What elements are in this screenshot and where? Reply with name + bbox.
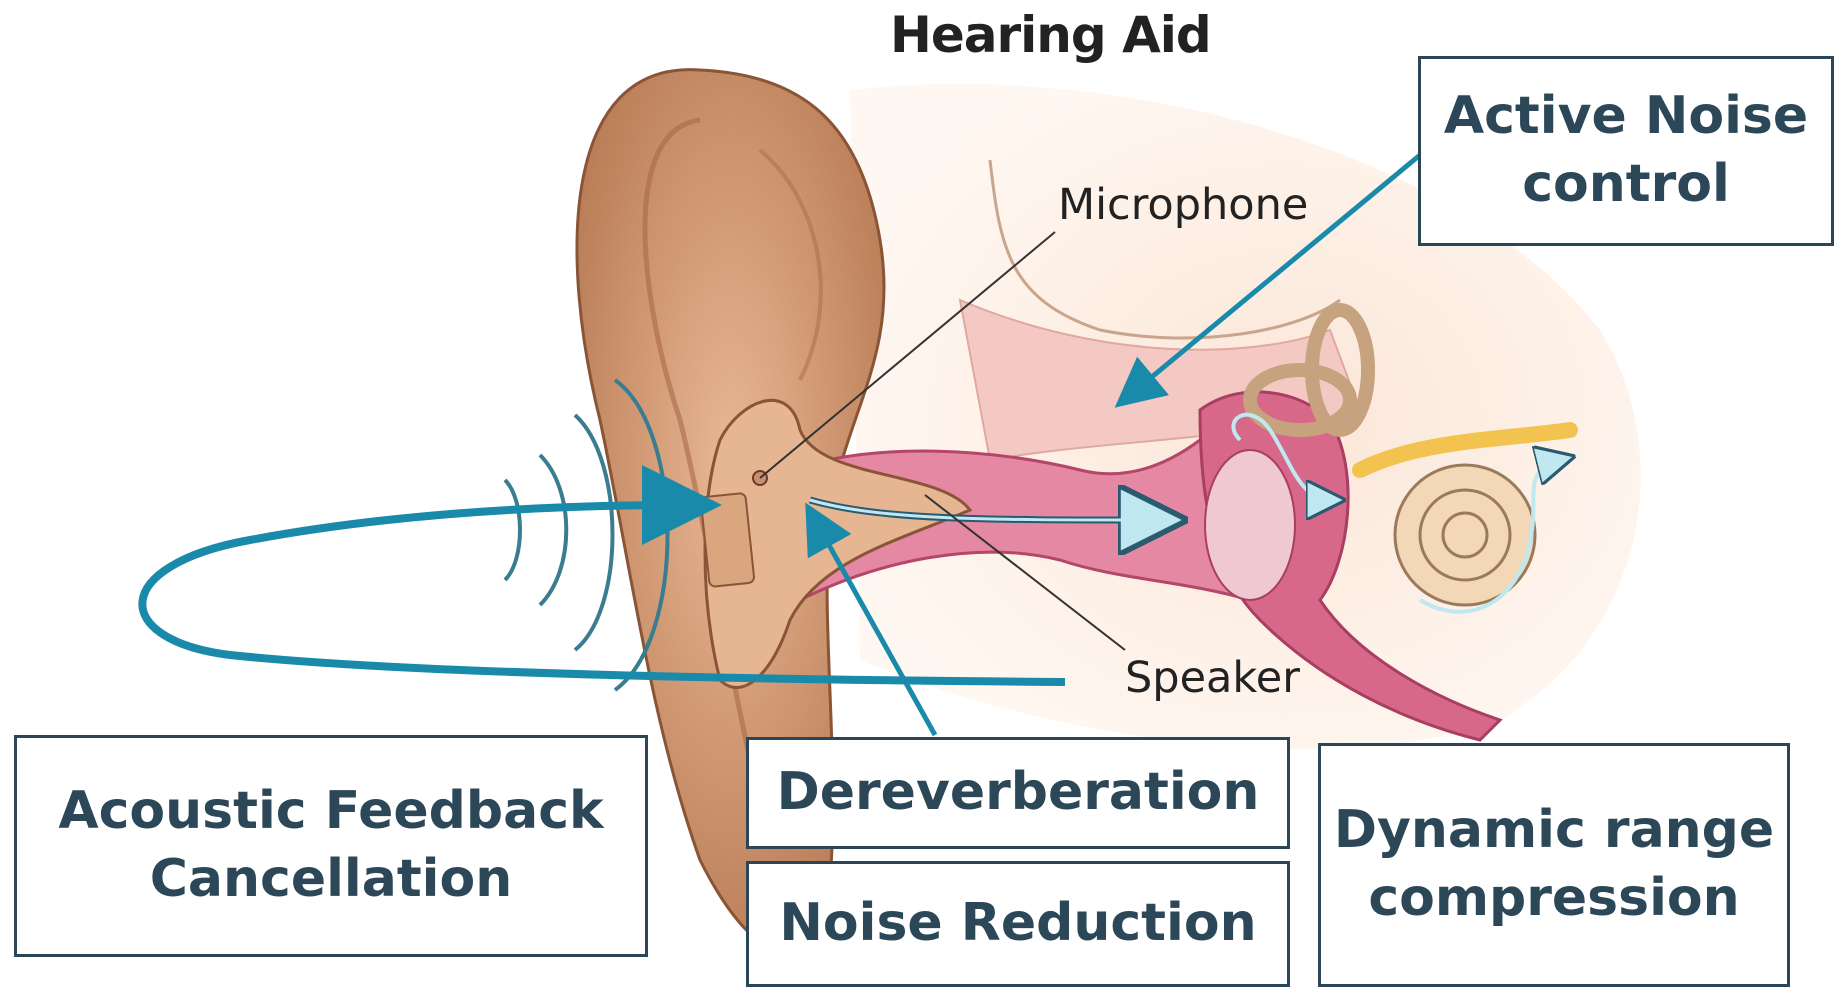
dynamic-range-compression-box: Dynamic range compression bbox=[1318, 743, 1790, 987]
noise-reduction-box: Noise Reduction bbox=[746, 861, 1290, 987]
active-noise-control-box: Active Noise control bbox=[1418, 56, 1834, 246]
acoustic-feedback-cancellation-box: Acoustic Feedback Cancellation bbox=[14, 735, 648, 957]
speaker-label: Speaker bbox=[1125, 653, 1300, 703]
dereverberation-box: Dereverberation bbox=[746, 737, 1290, 849]
microphone-label: Microphone bbox=[1058, 180, 1308, 230]
eardrum bbox=[1205, 450, 1295, 600]
diagram-title: Hearing Aid bbox=[890, 6, 1211, 64]
